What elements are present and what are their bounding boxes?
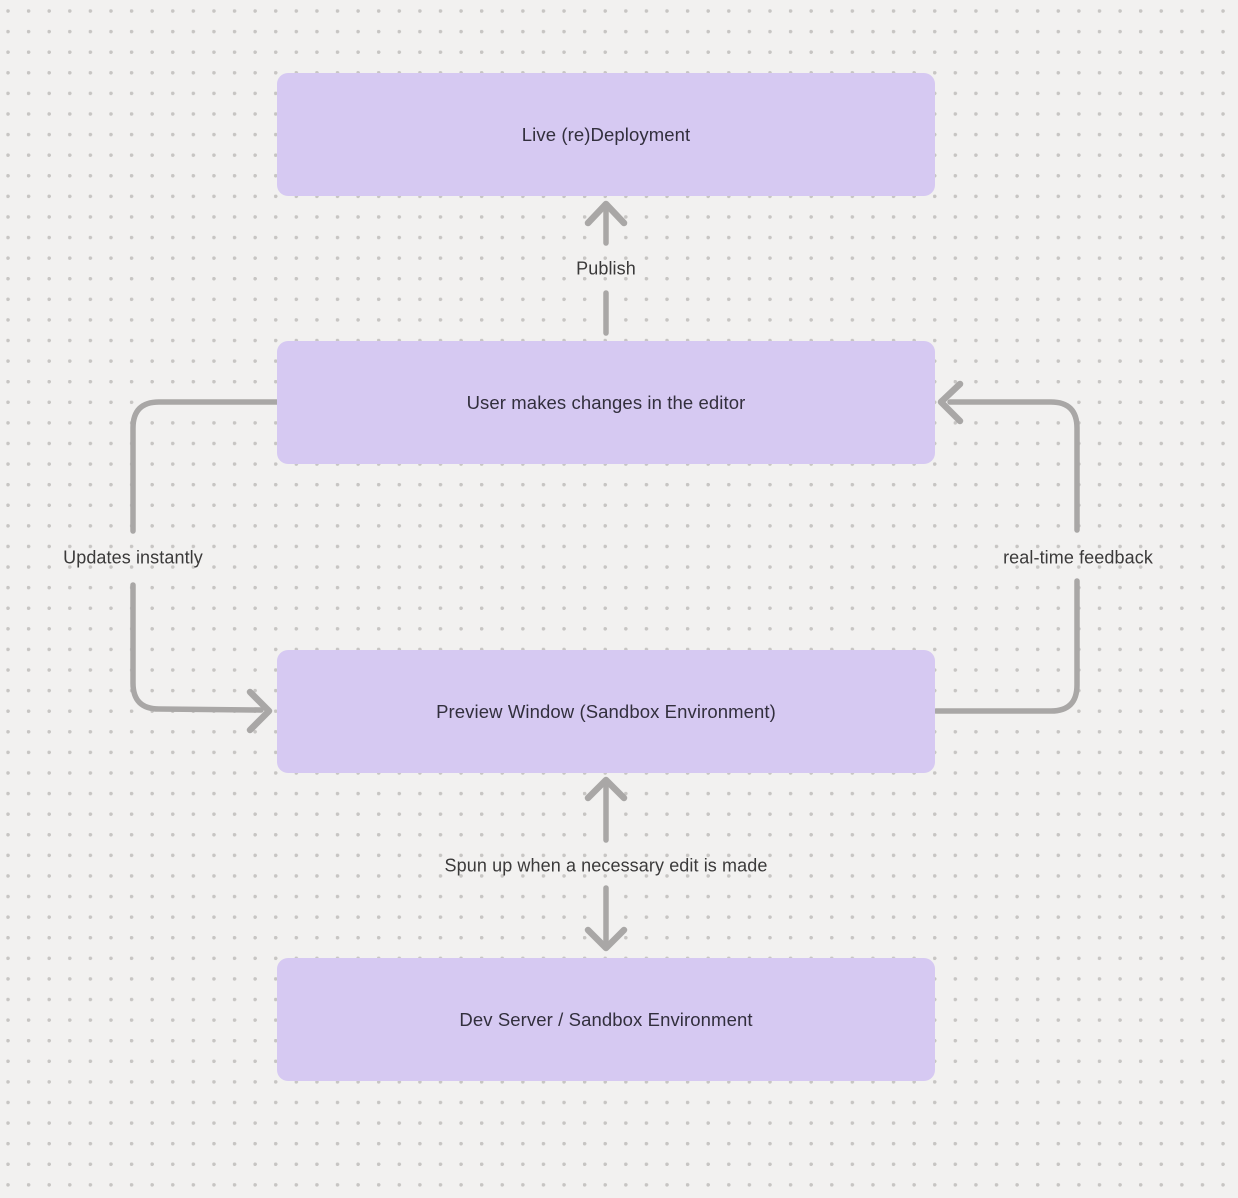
edge-label-spun-up: Spun up when a necessary edit is made (444, 855, 768, 876)
node-dev-server: Dev Server / Sandbox Environment (277, 958, 935, 1081)
edge-label-realtime-feedback: real-time feedback (1003, 547, 1153, 568)
edge-label-updates-instantly: Updates instantly (63, 547, 203, 568)
node-preview-window: Preview Window (Sandbox Environment) (277, 650, 935, 773)
node-preview-window-label: Preview Window (Sandbox Environment) (436, 700, 776, 722)
node-user-editor-label: User makes changes in the editor (466, 391, 746, 413)
edge-label-publish: Publish (576, 258, 636, 279)
node-live-deployment: Live (re)Deployment (277, 73, 935, 196)
node-dev-server-label: Dev Server / Sandbox Environment (459, 1008, 753, 1030)
node-user-editor: User makes changes in the editor (277, 341, 935, 464)
node-live-deployment-label: Live (re)Deployment (521, 123, 691, 145)
